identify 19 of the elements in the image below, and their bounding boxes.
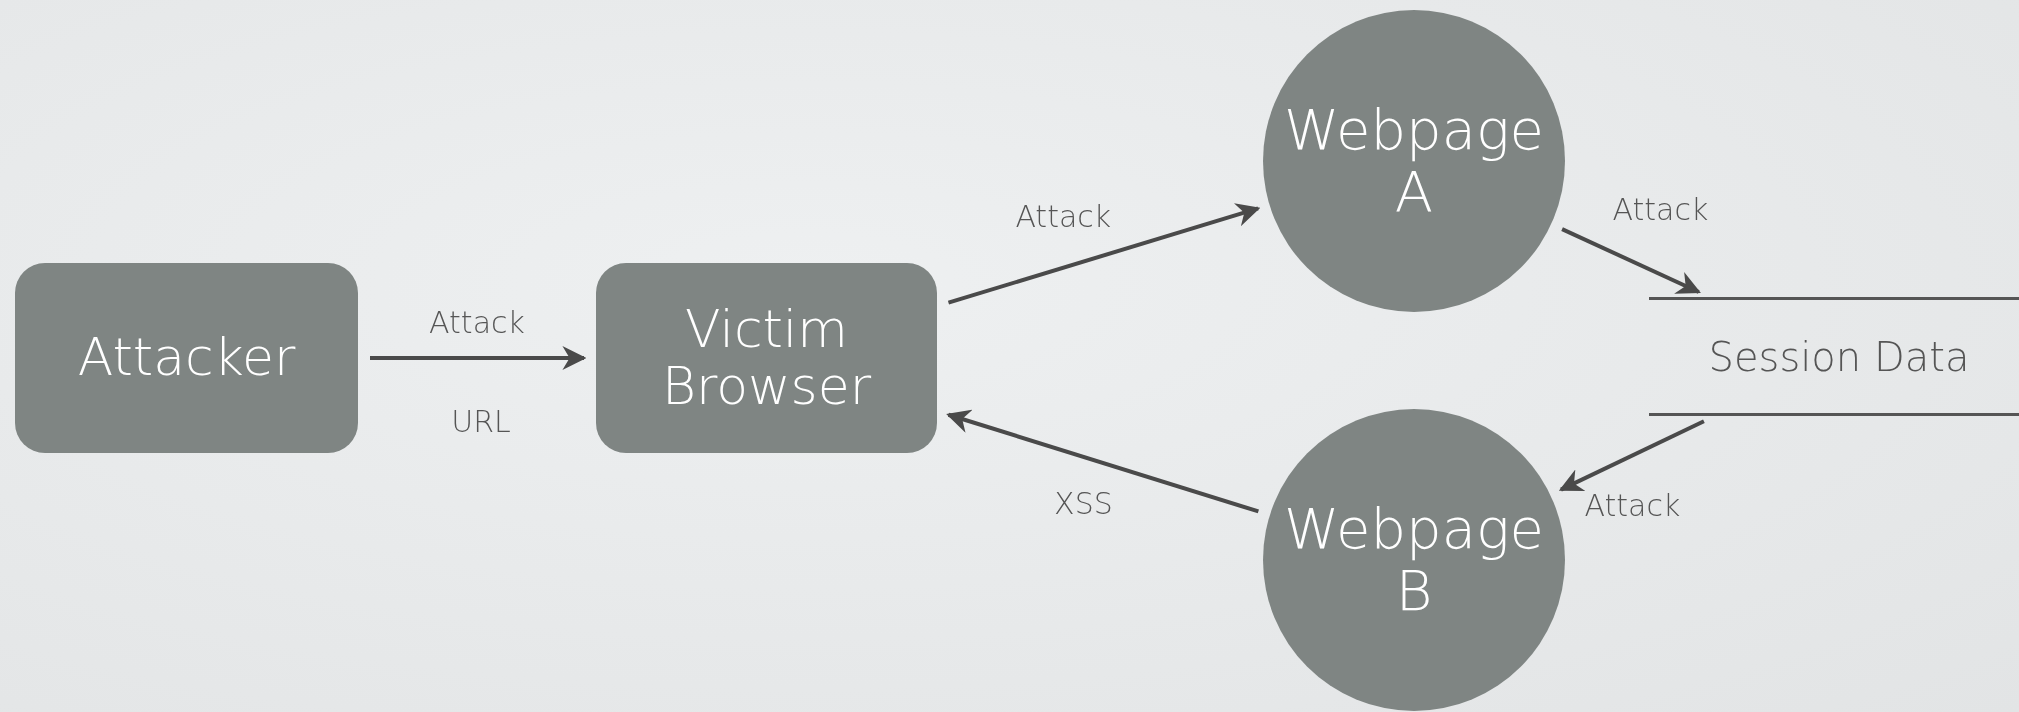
process-box bbox=[596, 263, 937, 453]
node-label: Victim Browser bbox=[660, 300, 873, 416]
node-label: Webpage A bbox=[1284, 99, 1544, 223]
data-store bbox=[1649, 297, 2019, 416]
edge-label: Attack bbox=[1584, 487, 1681, 523]
process-box bbox=[15, 263, 358, 453]
edge-label: XSS bbox=[1054, 485, 1113, 521]
edge-label: Attack bbox=[1015, 198, 1112, 234]
protocol-label: URL bbox=[451, 403, 511, 439]
node-label: Session Data bbox=[1708, 334, 1970, 379]
arrow bbox=[947, 203, 1261, 305]
node-label: Attacker bbox=[77, 329, 296, 387]
arrow bbox=[946, 409, 1259, 514]
arrow bbox=[1558, 419, 1705, 492]
edge-label: Attack bbox=[429, 304, 525, 340]
edge-label: Attack bbox=[1612, 191, 1709, 227]
arrow bbox=[1561, 227, 1701, 294]
arrow bbox=[370, 346, 587, 370]
node-label: Webpage B bbox=[1284, 498, 1544, 622]
